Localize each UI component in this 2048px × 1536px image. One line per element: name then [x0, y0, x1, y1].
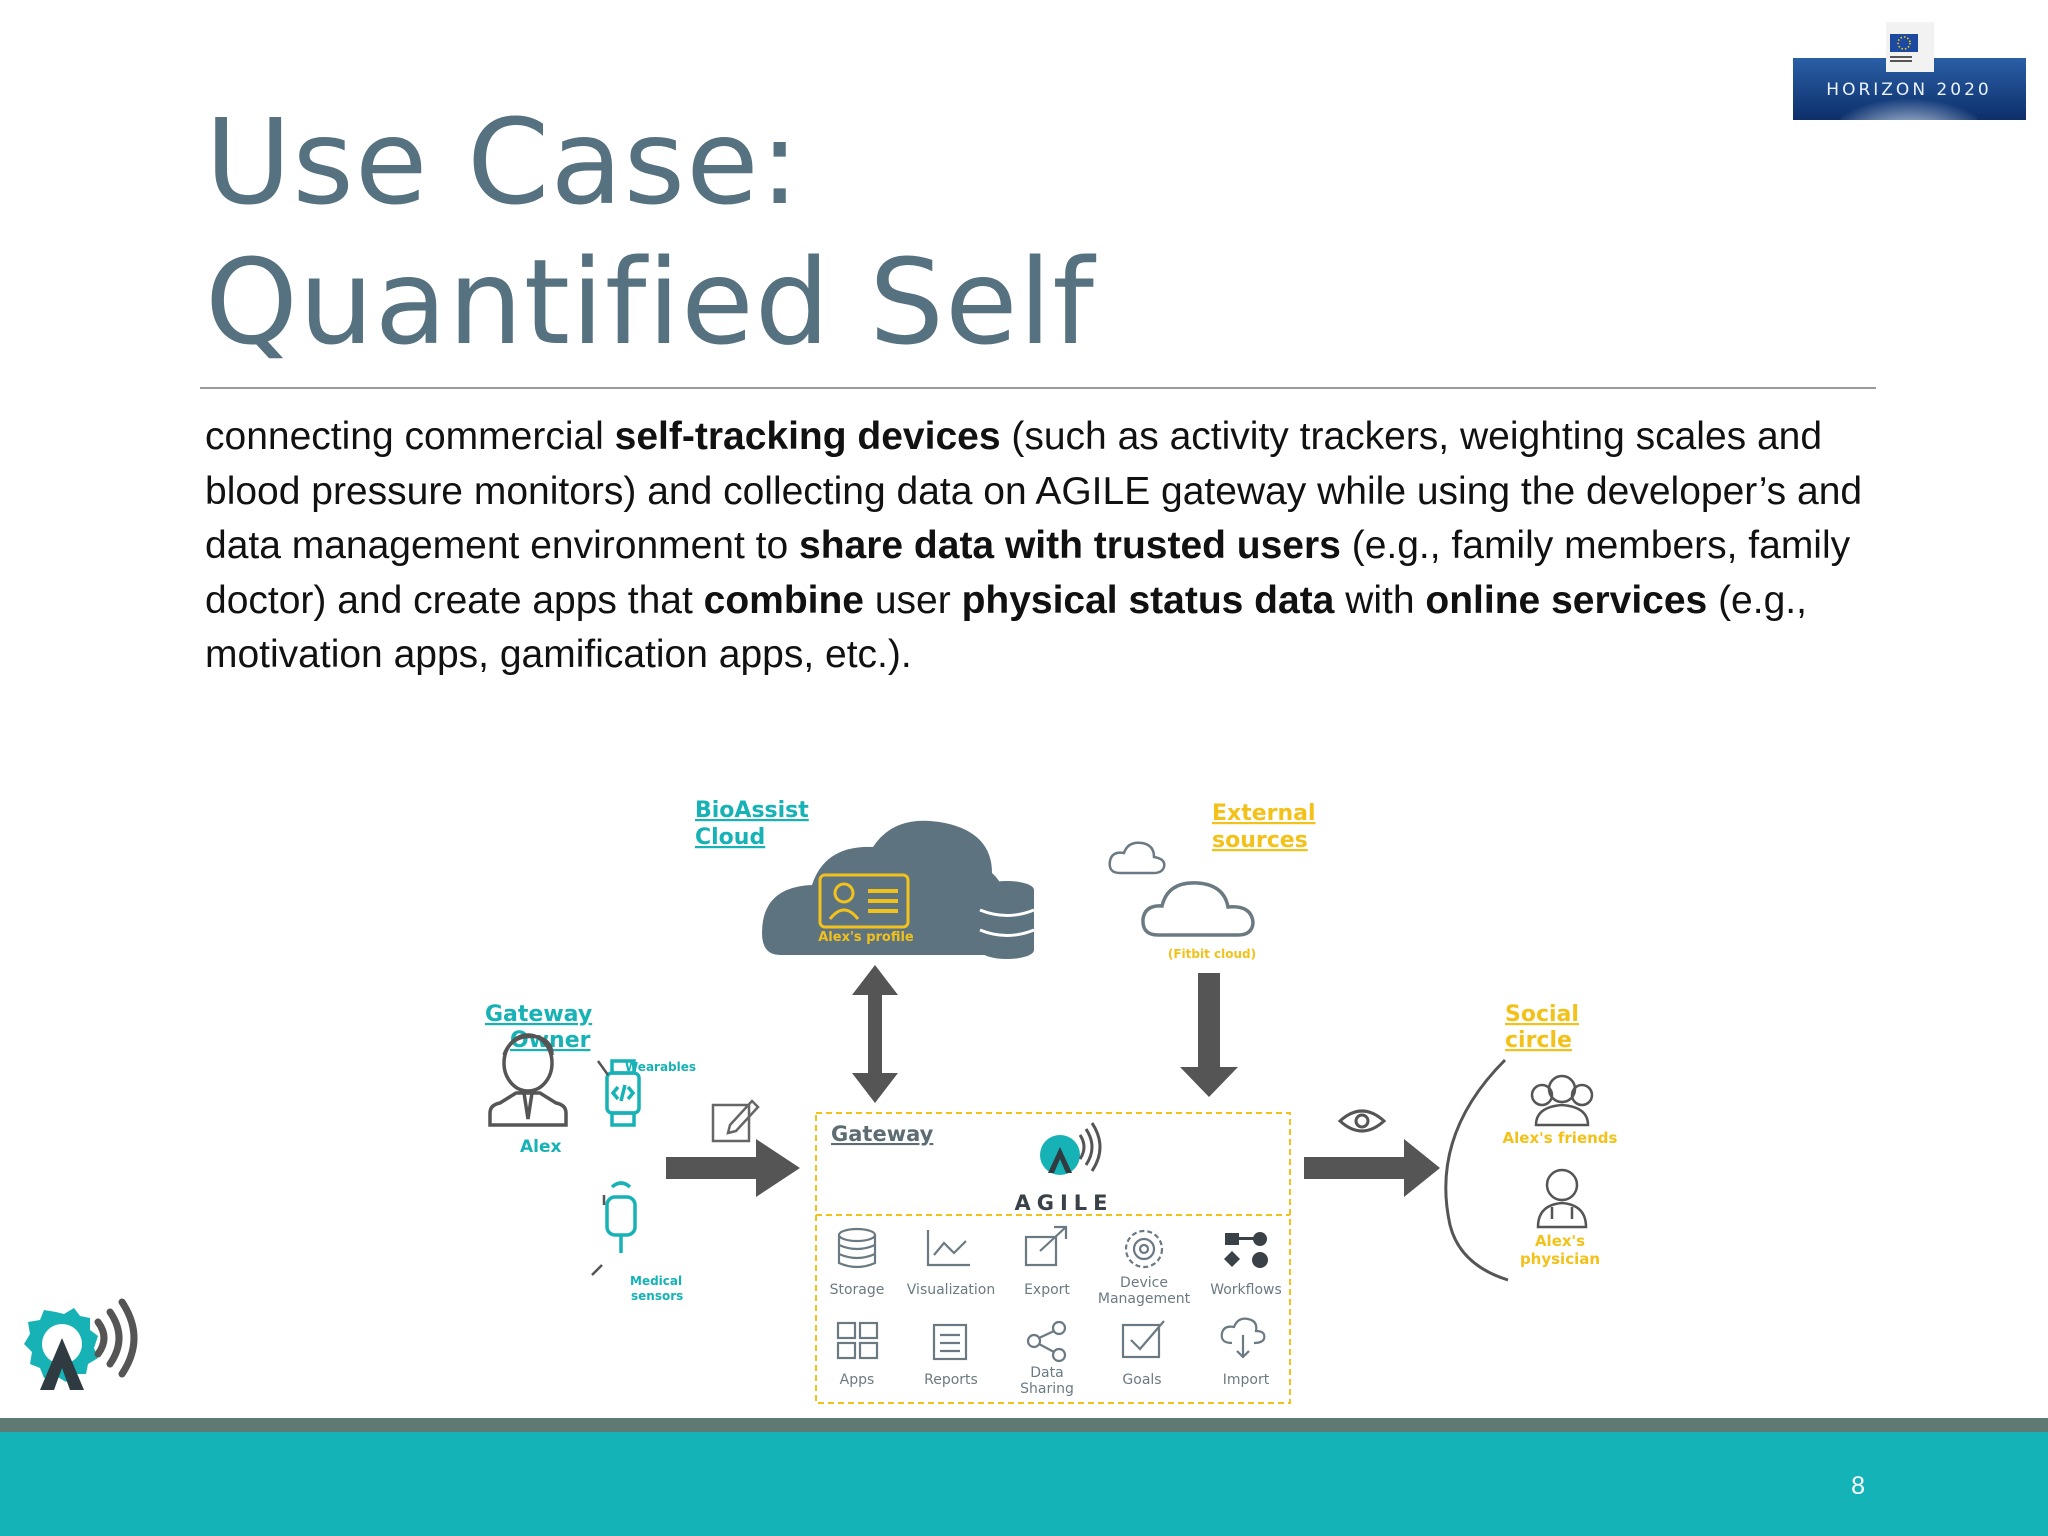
workflows-icon — [1224, 1232, 1268, 1268]
agile-wordmark: AGILE — [1014, 1191, 1113, 1215]
bidirectional-arrow — [852, 965, 898, 1103]
apps-icon — [836, 1321, 879, 1360]
external-label-1: External — [1212, 801, 1316, 826]
body-bold-run: online services — [1425, 578, 1708, 622]
feature-data: Data — [1030, 1365, 1063, 1381]
feature-apps: Apps — [840, 1372, 875, 1388]
feature-visualization: Visualization — [907, 1282, 995, 1298]
agile-logo-icon — [1040, 1122, 1102, 1175]
profile-card-icon — [818, 873, 910, 929]
bioassist-label-2: Cloud — [695, 825, 765, 850]
body-text-run: connecting commercial — [205, 415, 615, 458]
storage-icon — [837, 1227, 877, 1269]
feature-data-sharing: Sharing — [1020, 1381, 1074, 1397]
edit-icon — [711, 1099, 760, 1143]
bioassist-cloud-icon — [762, 820, 1005, 955]
data-sharing-icon — [1026, 1320, 1067, 1363]
slide-title: Use Case: Quantified Self — [205, 92, 1405, 372]
eye-icon — [1337, 1109, 1387, 1133]
down-arrow — [1180, 973, 1238, 1097]
body-bold-run: physical status data — [961, 578, 1335, 622]
alex-profile-label: Alex's profile — [818, 930, 914, 945]
feature-device-management: Management — [1098, 1291, 1191, 1307]
body-bold-run: combine — [703, 578, 865, 622]
database-icon — [979, 881, 1035, 959]
feature-storage: Storage — [830, 1282, 885, 1298]
feature-device: Device — [1120, 1275, 1168, 1291]
smartwatch-icon — [605, 1059, 641, 1127]
physician-icon — [1536, 1168, 1588, 1229]
medical-sensor-icon — [605, 1181, 637, 1253]
body-text-run: (e.g., motivation apps, gamification app… — [205, 578, 1807, 677]
feature-export: Export — [1024, 1282, 1070, 1298]
feature-goals: Goals — [1122, 1372, 1161, 1388]
footer-bar — [0, 1432, 2048, 1536]
gateway-owner-label-1: Gateway — [485, 1002, 592, 1027]
device-management-icon — [1124, 1229, 1164, 1269]
feature-reports: Reports — [924, 1372, 978, 1388]
gateway-label: Gateway — [831, 1122, 934, 1146]
medical-label-1: Medical — [630, 1274, 682, 1288]
friends-label: Alex's friends — [1503, 1129, 1618, 1147]
reports-icon — [932, 1323, 968, 1361]
physician-label-2: physician — [1520, 1250, 1600, 1268]
title-line-1: Use Case: — [205, 93, 801, 231]
body-text-run: (such as activity trackers, weighting sc… — [205, 415, 1863, 567]
medical-label-2: sensors — [631, 1289, 683, 1303]
title-line-2: Quantified Self — [205, 233, 1095, 371]
external-label-2: sources — [1212, 828, 1308, 853]
social-label-2: circle — [1505, 1028, 1572, 1053]
friends-icon — [1530, 1074, 1594, 1127]
body-paragraph: connecting commercial self-tracking devi… — [205, 410, 1905, 683]
alex-person-icon — [488, 1033, 568, 1127]
physician-label-1: Alex's — [1535, 1232, 1585, 1250]
visualization-icon — [926, 1230, 970, 1267]
small-cloud-icon — [1108, 841, 1166, 875]
body-bold-run: share data with trusted users — [799, 524, 1341, 567]
wearables-label: Wearables — [625, 1060, 696, 1074]
bioassist-label-1: BioAssist — [695, 798, 809, 823]
use-case-diagram: BioAssist Cloud Alex's profile External … — [485, 798, 1618, 1404]
gateway-box — [815, 1112, 1291, 1404]
body-text-run: (e.g., family members, family doctor) an… — [205, 524, 1851, 622]
horizon-2020-logo: HORIZON 2020 — [1793, 22, 2026, 120]
feature-import: Import — [1223, 1372, 1270, 1388]
right-arrow-right — [1304, 1139, 1440, 1197]
body-bold-run: self-tracking devices — [614, 415, 1001, 458]
right-arrow-left — [666, 1139, 800, 1197]
fitbit-cloud-icon — [1141, 881, 1255, 937]
body-text-run: with — [1334, 578, 1426, 622]
page-number: 8 — [1851, 1472, 1865, 1500]
footer-stripe — [0, 1418, 2048, 1432]
horizon-text: HORIZON 2020 — [1826, 80, 1991, 100]
alex-label: Alex — [520, 1137, 562, 1157]
body-text-run: user — [864, 578, 962, 622]
agile-corner-logo — [24, 1298, 138, 1390]
import-icon — [1220, 1317, 1266, 1359]
social-label-1: Social — [1505, 1002, 1579, 1027]
goals-icon — [1121, 1320, 1165, 1359]
title-divider — [200, 387, 1876, 389]
fitbit-label: (Fitbit cloud) — [1168, 947, 1256, 961]
export-icon — [1024, 1225, 1068, 1267]
feature-workflows: Workflows — [1210, 1282, 1282, 1298]
social-bracket — [1444, 1058, 1509, 1282]
